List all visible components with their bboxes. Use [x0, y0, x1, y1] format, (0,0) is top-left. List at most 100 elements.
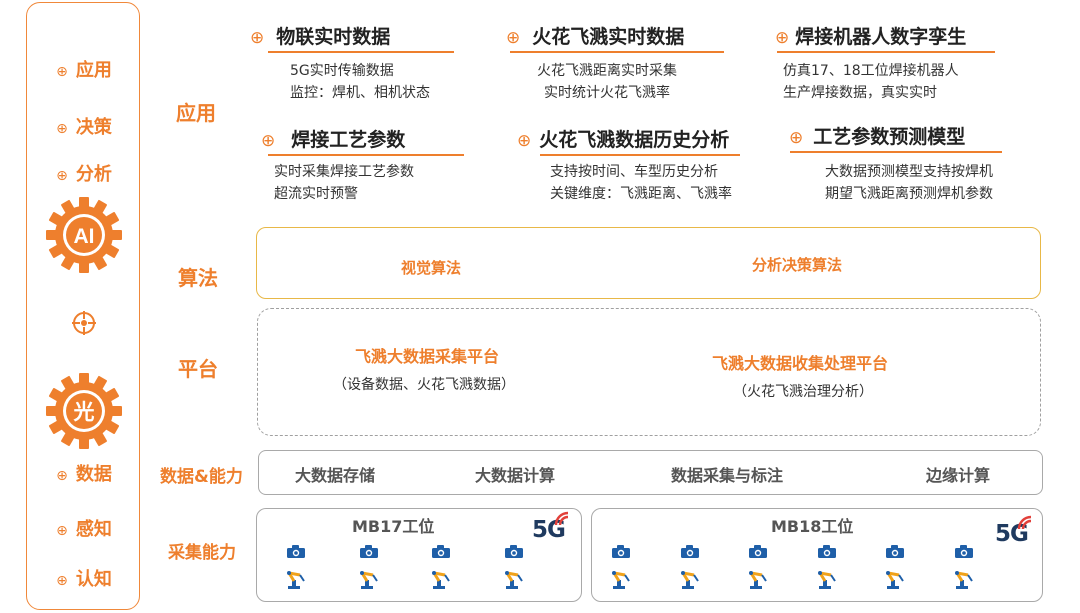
- app-title: ⊕ 火花飞溅数据历史分析: [517, 125, 729, 152]
- crosshair-icon: ⊕: [517, 131, 532, 151]
- app-line: 期望飞溅距离预测焊机参数: [825, 186, 993, 202]
- app-title: ⊕焊接机器人数字孪生: [775, 22, 966, 49]
- camera-icon: [886, 543, 904, 558]
- robot-arm-icon: [285, 568, 307, 590]
- app-desc: 仿真17、18工位焊接机器人 生产焊接数据，真实实时: [783, 60, 959, 104]
- app-desc: 实时采集焊接工艺参数 超流实时预警: [274, 161, 414, 205]
- robot-arm-icon: [430, 568, 452, 590]
- sidebar-item-label: 应用: [75, 60, 112, 81]
- crosshair-icon: ⊕: [506, 28, 521, 48]
- crosshair-icon: ⊕: [56, 121, 68, 137]
- camera-icon: [680, 543, 699, 558]
- app-desc: 大数据预测模型支持按焊机 期望飞溅距离预测焊机参数: [825, 161, 993, 205]
- robot-arm-icon: [953, 568, 975, 590]
- light-label: 光: [73, 400, 95, 424]
- camera-icon: [749, 543, 767, 558]
- app-title: ⊕ 工艺参数预测模型: [789, 122, 965, 149]
- app-desc: 5G实时传输数据 监控：焊机、相机状态: [290, 60, 430, 104]
- sidebar-item-app: ⊕应用: [27, 56, 141, 82]
- app-line: 实时统计火花飞溅率: [544, 85, 670, 101]
- row-label-app: 应用: [176, 101, 216, 125]
- app-line: 仿真17、18工位焊接机器人: [783, 63, 959, 79]
- capability-item: 数据采集与标注: [671, 466, 784, 485]
- platform-title: 飞溅大数据收集处理平台: [712, 354, 889, 373]
- platform-sub: （设备数据、火花飞溅数据）: [333, 377, 515, 393]
- crosshair-icon: ⊕: [789, 128, 804, 148]
- sidebar-item-label: 感知: [75, 519, 112, 540]
- camera-icon: [817, 543, 836, 558]
- divider: [268, 51, 454, 53]
- sidebar-item-label: 分析: [75, 164, 112, 185]
- capability-box: [258, 450, 1043, 495]
- app-title-text: 火花飞溅数据历史分析: [539, 129, 730, 151]
- robot-arm-icon: [884, 568, 906, 590]
- signal-icon: [1017, 515, 1032, 530]
- camera-icon: [954, 543, 973, 558]
- robot-arm-icon: [747, 568, 769, 590]
- app-line: 关键维度：飞溅距离、飞溅率: [550, 186, 732, 202]
- crosshair-icon: ⊕: [250, 28, 265, 48]
- divider: [268, 154, 464, 156]
- algorithm-box: [256, 227, 1041, 299]
- algorithm-item: 视觉算法: [401, 259, 462, 277]
- divider: [777, 51, 995, 53]
- camera-icon: [432, 543, 450, 558]
- camera-icon: [612, 543, 630, 558]
- robot-arm-icon: [679, 568, 701, 590]
- sidebar-item-label: 决策: [75, 117, 112, 138]
- algorithm-item: 分析决策算法: [752, 256, 843, 274]
- app-line: 超流实时预警: [274, 186, 358, 202]
- app-title-text: 物联实时数据: [276, 26, 391, 48]
- app-title-text: 焊接工艺参数: [291, 129, 406, 151]
- row-label-collect: 采集能力: [168, 543, 236, 563]
- crosshair-icon: [72, 311, 96, 335]
- robot-arm-icon: [816, 568, 838, 590]
- crosshair-icon: ⊕: [56, 573, 68, 589]
- app-title-text: 工艺参数预测模型: [813, 126, 966, 148]
- app-line: 实时采集焊接工艺参数: [274, 164, 414, 180]
- ai-gear-icon: AI: [46, 197, 122, 273]
- app-line: 监控：焊机、相机状态: [290, 85, 430, 101]
- station-name: MB18工位: [771, 517, 854, 536]
- app-line: 5G实时传输数据: [290, 63, 394, 79]
- robot-arm-icon: [358, 568, 380, 590]
- app-line: 支持按时间、车型历史分析: [550, 164, 718, 180]
- robot-arm-icon: [503, 568, 525, 590]
- sidebar-item-decision: ⊕ 决策: [27, 113, 141, 139]
- sidebar-item-data: ⊕ 数据: [27, 460, 141, 486]
- ai-label: AI: [74, 225, 95, 248]
- crosshair-icon: ⊕: [56, 168, 68, 184]
- app-line: 生产焊接数据，真实实时: [783, 85, 937, 101]
- crosshair-icon: ⊕: [261, 131, 276, 151]
- sidebar-item-analysis: ⊕ 分析: [27, 160, 141, 186]
- camera-icon: [359, 543, 378, 558]
- divider: [790, 151, 1002, 153]
- platform-title: 飞溅大数据采集平台: [355, 347, 500, 366]
- app-desc: 支持按时间、车型历史分析 关键维度：飞溅距离、飞溅率: [550, 161, 732, 205]
- app-title: ⊕ 焊接工艺参数: [261, 125, 405, 152]
- station-box-mb17: [256, 508, 582, 602]
- crosshair-icon: ⊕: [775, 28, 790, 48]
- robot-arm-icon: [610, 568, 632, 590]
- app-title: ⊕ 火花飞溅实时数据: [506, 22, 684, 49]
- camera-icon: [504, 543, 523, 558]
- app-title-text: 火花飞溅实时数据: [532, 26, 685, 48]
- divider: [510, 51, 724, 53]
- 5g-badge: 5G: [995, 515, 1032, 547]
- app-title: ⊕ 物联实时数据: [250, 22, 390, 49]
- light-gear-icon: 光: [46, 373, 122, 449]
- sidebar-item-perception: ⊕感知: [27, 515, 141, 541]
- sidebar-item-cognition: ⊕认知: [27, 565, 141, 591]
- capability-item: 大数据存储: [295, 466, 376, 485]
- station-box-mb18: [591, 508, 1043, 602]
- divider: [540, 154, 740, 156]
- capability-item: 边缘计算: [926, 466, 991, 485]
- camera-icon: [287, 543, 305, 558]
- app-line: 大数据预测模型支持按焊机: [825, 164, 993, 180]
- row-label-data: 数据&能力: [160, 467, 243, 487]
- capability-item: 大数据计算: [475, 466, 556, 485]
- left-panel: ⊕应用 ⊕决策 ⊕分析: [26, 2, 140, 610]
- sidebar-item-label: 数据: [75, 464, 112, 485]
- crosshair-icon: ⊕: [56, 468, 68, 484]
- platform-box: [257, 308, 1041, 436]
